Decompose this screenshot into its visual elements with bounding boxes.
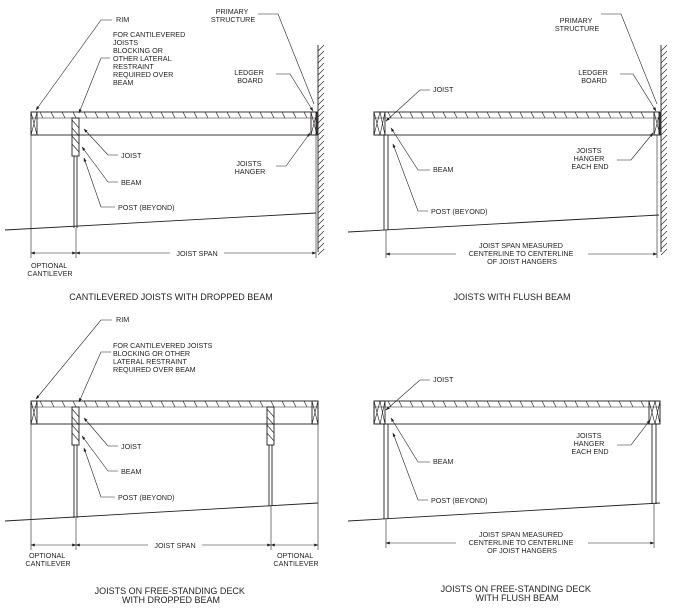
label-rim: RIM <box>116 315 129 324</box>
label-joist: JOIST <box>121 442 142 451</box>
flush-beam <box>373 111 386 136</box>
beam <box>71 406 275 446</box>
caption-free-standing-dropped-beam: JOISTS ON FREE-STANDING DECK WITH DROPPE… <box>95 586 248 605</box>
diagram-flush-beam: PRIMARY STRUCTURE LEDGER BOARD JOIST BEA… <box>347 13 668 302</box>
label-joist: JOIST <box>121 151 142 160</box>
diagram-free-standing-flush-beam: JOIST BEAM POST (BEYOND) JOISTS HANGER E… <box>347 375 661 603</box>
caption-free-standing-flush-beam: JOISTS ON FREE-STANDING DECK WITH FLUSH … <box>441 584 594 603</box>
label-cantilever-note: FOR CANTILEVERED JOISTS BLOCKING OR OTHE… <box>113 341 214 374</box>
post-beyond <box>73 156 78 228</box>
deck-joist <box>373 111 660 136</box>
ground-line <box>347 214 660 233</box>
label-post-beyond: POST (BEYOND) <box>431 496 488 505</box>
label-post-beyond: POST (BEYOND) <box>118 203 175 212</box>
label-rim: RIM <box>116 15 129 24</box>
label-ledger-board: LEDGER BOARD <box>578 68 610 85</box>
label-joist: JOIST <box>433 85 454 94</box>
label-ledger-board: LEDGER BOARD <box>234 68 266 85</box>
label-beam: BEAM <box>121 178 141 187</box>
label-joist-span: JOIST SPAN <box>176 249 217 258</box>
caption-cantilevered-dropped-beam: CANTILEVERED JOISTS WITH DROPPED BEAM <box>69 292 273 302</box>
diagram-free-standing-dropped-beam: RIM FOR CANTILEVERED JOISTS BLOCKING OR … <box>4 315 319 605</box>
beam <box>71 117 80 157</box>
label-joist: JOIST <box>433 375 454 384</box>
label-joists-hanger-each-end: JOISTS HANGER EACH END <box>571 431 608 456</box>
ground-line <box>4 502 319 522</box>
label-joists-hanger-each-end: JOISTS HANGER EACH END <box>571 146 608 171</box>
label-optional-cantilever: OPTIONAL CANTILEVER <box>27 261 72 278</box>
primary-structure-wall <box>317 44 325 256</box>
ledger-board <box>310 111 318 136</box>
label-primary-structure: PRIMARY STRUCTURE <box>211 7 256 24</box>
deck-joist <box>373 400 661 425</box>
post-beyond <box>383 424 657 519</box>
deck-joist <box>30 400 319 425</box>
label-cantilever-note: FOR CANTILEVERED JOISTS BLOCKING OR OTHE… <box>113 30 187 87</box>
label-post-beyond: POST (BEYOND) <box>118 493 175 502</box>
label-joist-span: JOIST SPAN <box>154 541 195 550</box>
label-optional-cantilever-right: OPTIONAL CANTILEVER <box>273 551 318 568</box>
rim-board <box>30 400 319 425</box>
ground-line <box>347 502 661 522</box>
caption-flush-beam: JOISTS WITH FLUSH BEAM <box>453 292 570 302</box>
flush-beam <box>373 400 661 425</box>
post-beyond <box>73 445 273 518</box>
label-beam: BEAM <box>433 457 453 466</box>
label-post-beyond: POST (BEYOND) <box>431 207 488 216</box>
label-beam: BEAM <box>121 467 141 476</box>
rim-board <box>30 111 38 136</box>
label-joist-span-measured: JOIST SPAN MEASURED CENTERLINE TO CENTER… <box>469 530 576 555</box>
post-beyond <box>383 135 389 230</box>
label-joist-span-measured: JOIST SPAN MEASURED CENTERLINE TO CENTER… <box>469 241 576 266</box>
deck-joist <box>30 111 317 136</box>
label-primary-structure: PRIMARY STRUCTURE <box>555 16 600 33</box>
diagram-cantilevered-dropped-beam: RIM FOR CANTILEVERED JOISTS BLOCKING OR … <box>4 7 325 302</box>
label-beam: BEAM <box>433 165 453 174</box>
primary-structure-wall <box>660 44 668 256</box>
ground-line <box>4 212 317 231</box>
label-optional-cantilever-left: OPTIONAL CANTILEVER <box>25 551 70 568</box>
label-joists-hanger: JOISTS HANGER <box>235 159 266 176</box>
